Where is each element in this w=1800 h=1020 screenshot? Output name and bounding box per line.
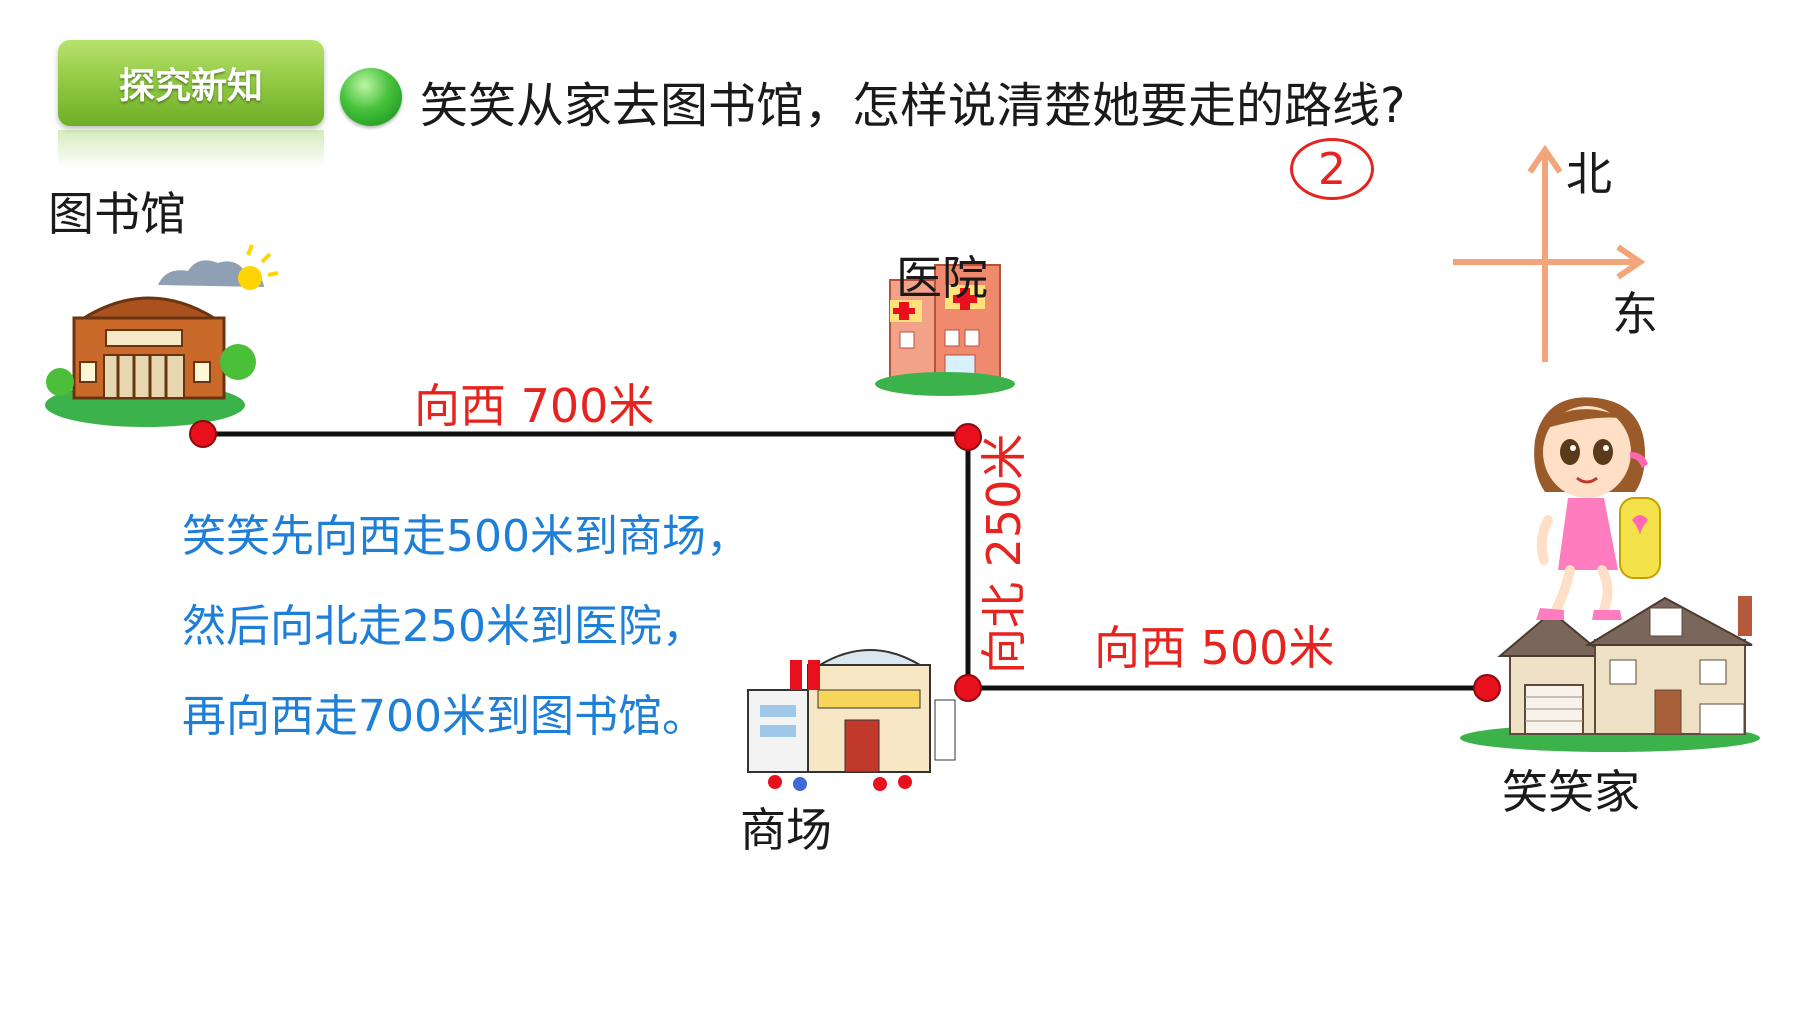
segment-label-hospital-to-library: 向西 700米: [414, 379, 655, 433]
question-text: 笑笑从家去图书馆，怎样说清楚她要走的路线?: [420, 78, 1406, 134]
girl-with-backpack-icon: [1534, 397, 1661, 620]
hospital-building-icon: [875, 264, 1015, 396]
home-point: [1473, 674, 1501, 702]
section-badge: 探究新知: [58, 40, 324, 126]
hospital-label: 医院: [896, 251, 988, 305]
green-bullet-icon: [340, 68, 402, 126]
section-badge-label: 探究新知: [118, 66, 263, 107]
compass-icon: [1453, 144, 1646, 362]
mall-building-icon: [747, 649, 956, 791]
segment-label-home-to-mall: 向西 500米: [1094, 621, 1335, 675]
home-label: 笑笑家: [1502, 765, 1640, 819]
step-number: 2: [1318, 143, 1346, 195]
mall-label: 商场: [740, 803, 832, 857]
library-building-icon: [45, 244, 279, 427]
description-line-1: 笑笑先向西走500米到商场，: [182, 511, 750, 562]
library-label: 图书馆: [48, 187, 186, 241]
description-line-2: 然后向北走250米到医院，: [182, 601, 706, 652]
house-icon: [1460, 596, 1760, 752]
section-badge-reflection: [58, 130, 324, 170]
compass-east-label: 东: [1612, 287, 1658, 341]
description-line-3: 再向西走700米到图书馆。: [182, 691, 706, 742]
segment-label-mall-to-hospital: 向北 250米: [977, 433, 1031, 674]
hospital-point: [954, 423, 982, 451]
route-path: [203, 431, 1487, 691]
step-number-circle: 2: [1290, 138, 1374, 200]
mall-point: [954, 674, 982, 702]
library-point: [189, 420, 217, 448]
compass-north-label: 北: [1566, 147, 1612, 201]
